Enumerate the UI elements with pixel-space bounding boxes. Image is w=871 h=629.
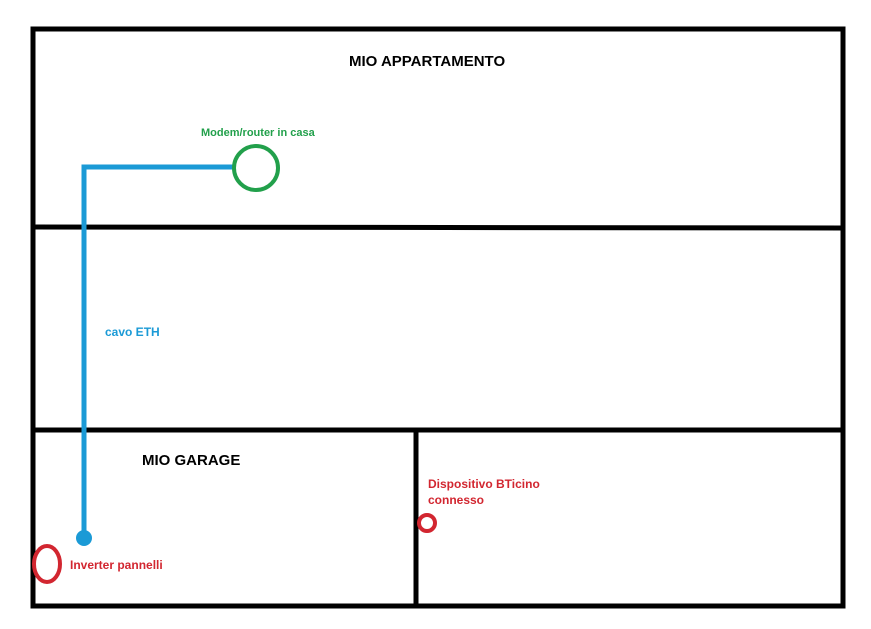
inverter-marker [32,544,62,584]
cable-label: cavo ETH [105,325,160,339]
bticino-label-line2: connesso [428,493,485,507]
inverter-label: Inverter pannelli [70,558,163,572]
outer-wall [30,26,846,609]
cable-end-dot [76,530,92,546]
bticino-marker [417,513,437,533]
garage-title: MIO GARAGE [142,452,241,469]
bticino-label-line1: Dispositivo BTicino [428,477,540,491]
router-label: Modem/router in casa [201,127,315,139]
walls [30,26,846,609]
apartment-floor-wall [32,224,844,231]
eth-cable [81,164,236,538]
apartment-title: MIO APPARTAMENTO [349,53,506,70]
router-marker [232,144,280,192]
